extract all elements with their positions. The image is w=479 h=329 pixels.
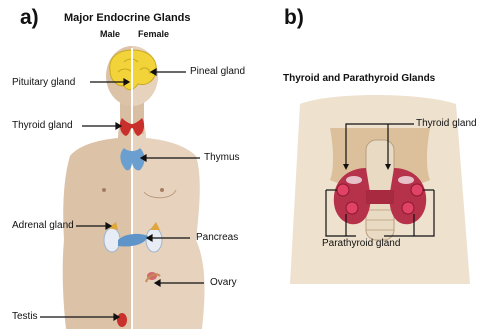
kidney-right xyxy=(146,228,162,252)
testis-organ xyxy=(117,313,127,327)
thyroid-gland-label-b: Thyroid gland xyxy=(416,118,477,129)
thyroid-gland-label-a: Thyroid gland xyxy=(12,120,73,131)
testis-label: Testis xyxy=(12,311,38,322)
female-label: Female xyxy=(138,29,169,39)
pancreas-label: Pancreas xyxy=(196,232,238,243)
thymus-label: Thymus xyxy=(204,152,240,163)
parathyroid-gland-label: Parathyroid gland xyxy=(322,238,400,249)
panel-b-letter: b) xyxy=(284,6,304,30)
kidney-left xyxy=(104,228,120,252)
female-body xyxy=(132,110,204,329)
adrenal-gland-label: Adrenal gland xyxy=(12,220,74,231)
panel-a-title: Major Endocrine Glands xyxy=(64,12,191,24)
panel-b-title: Thyroid and Parathyroid Glands xyxy=(283,73,435,84)
ovary-label: Ovary xyxy=(210,277,237,288)
pituitary-gland-label: Pituitary gland xyxy=(12,77,75,88)
pineal-gland-label: Pineal gland xyxy=(190,66,245,77)
male-label: Male xyxy=(100,29,120,39)
panel-a-letter: a) xyxy=(20,6,39,30)
